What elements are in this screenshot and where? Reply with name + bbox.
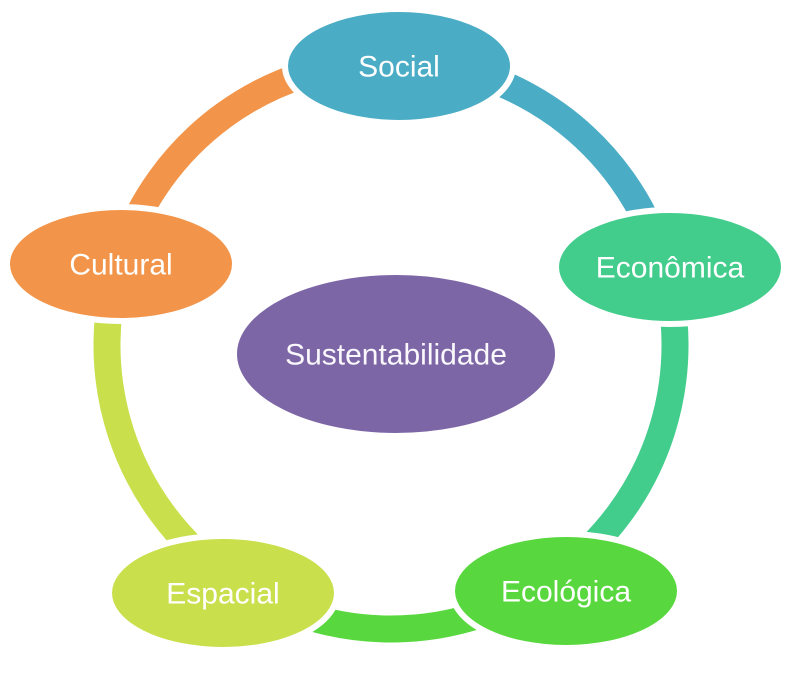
center-node-label: Sustentabilidade xyxy=(285,339,507,372)
node-espacial-ellipse xyxy=(106,533,340,653)
node-espacial-label: Espacial xyxy=(166,578,279,611)
node-ecologica: Ecológica xyxy=(449,531,683,651)
node-ecologica-label: Ecológica xyxy=(501,576,631,609)
node-economica-ellipse xyxy=(553,207,787,327)
node-social: Social xyxy=(282,6,516,126)
node-cultural-ellipse xyxy=(4,204,238,324)
node-cultural: Cultural xyxy=(4,204,238,324)
node-economica: Econômica xyxy=(553,207,787,327)
node-center-sustentabilidade: Sustentabilidade xyxy=(231,269,561,439)
node-economica-label: Econômica xyxy=(596,252,745,285)
node-social-label: Social xyxy=(358,51,440,84)
center-node-ellipse xyxy=(231,269,561,439)
node-cultural-label: Cultural xyxy=(69,249,172,282)
node-ecologica-ellipse xyxy=(449,531,683,651)
node-espacial: Espacial xyxy=(106,533,340,653)
node-social-ellipse xyxy=(282,6,516,126)
